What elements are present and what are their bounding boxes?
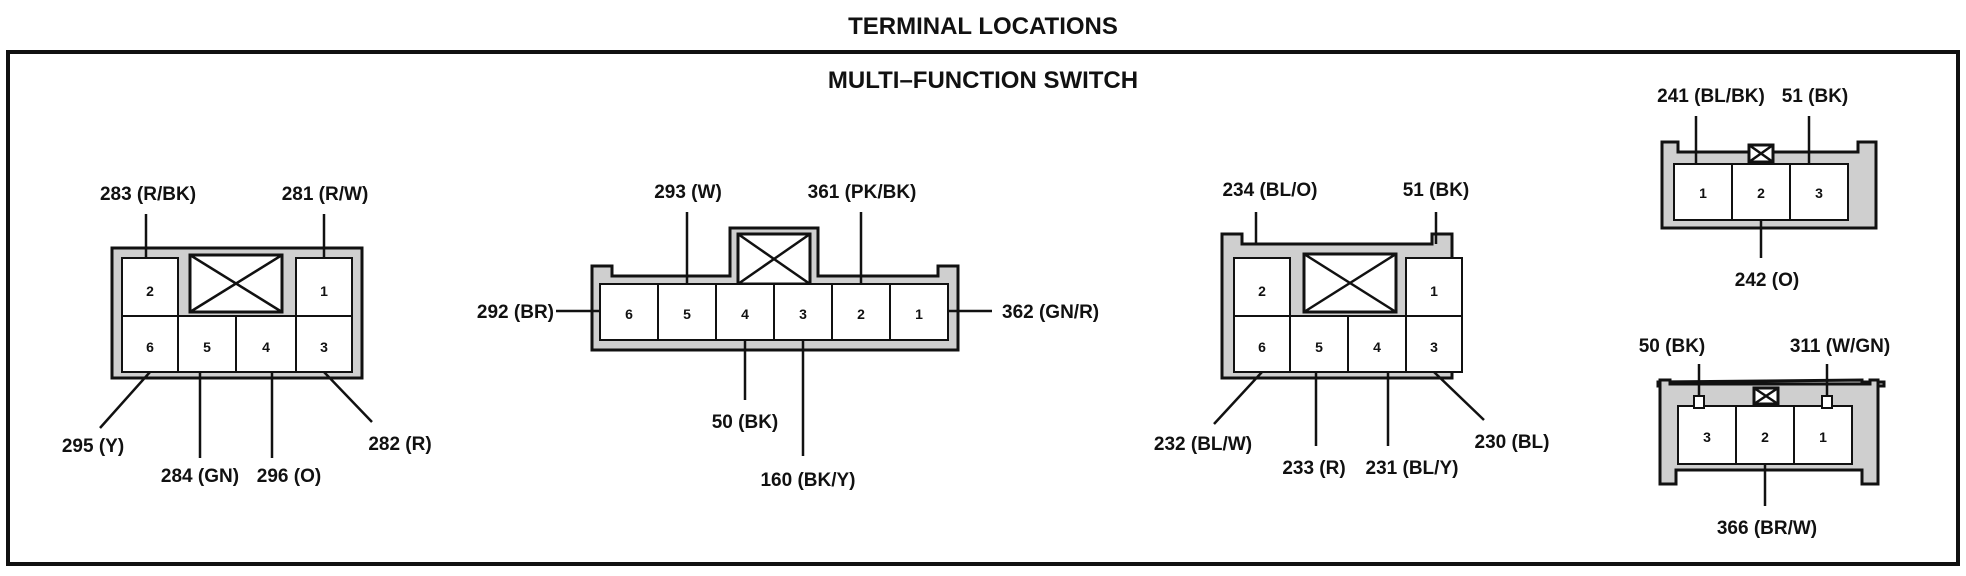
wire-label: 231 (BL/Y) bbox=[1366, 458, 1459, 479]
pin-number: 1 bbox=[1819, 429, 1827, 445]
connector-5-pin-3 bbox=[1677, 405, 1737, 465]
wire-label: 362 (GN/R) bbox=[1002, 302, 1099, 323]
connector-1: 2 1 6 5 4 3 283 (R/BK) 281 (R/W) 295 (Y)… bbox=[62, 184, 432, 487]
connector-1-pin-4 bbox=[235, 315, 297, 373]
connector-2-pin-1 bbox=[889, 283, 949, 341]
pin-number: 6 bbox=[625, 306, 633, 322]
wire-label: 366 (BR/W) bbox=[1717, 518, 1817, 539]
pin-number: 2 bbox=[1258, 283, 1266, 299]
wire-label: 361 (PK/BK) bbox=[808, 182, 917, 203]
connector-2: 6 5 4 3 2 1 293 (W) 361 (PK/BK) 292 (BR)… bbox=[477, 182, 1099, 491]
pin-number: 3 bbox=[799, 306, 807, 322]
connector-3-pin-1 bbox=[1405, 257, 1463, 317]
wire-label: 50 (BK) bbox=[1639, 336, 1706, 357]
pin-number: 3 bbox=[1430, 339, 1438, 355]
connector-4-pin-3 bbox=[1789, 163, 1849, 221]
wire-label: 295 (Y) bbox=[62, 436, 124, 457]
wire-label: 233 (R) bbox=[1282, 458, 1345, 479]
connector-4: 1 2 3 241 (BL/BK) 51 (BK) 242 (O) bbox=[1657, 86, 1878, 291]
connector-3-pin-3 bbox=[1405, 315, 1463, 373]
pin-number: 4 bbox=[1373, 339, 1381, 355]
wire-label: 281 (R/W) bbox=[282, 184, 369, 205]
wire-label: 284 (GN) bbox=[161, 466, 239, 487]
diagram-title: TERMINAL LOCATIONS bbox=[848, 13, 1118, 40]
pin-number: 5 bbox=[683, 306, 691, 322]
wire-label: 50 (BK) bbox=[712, 412, 779, 433]
pin-number: 1 bbox=[1430, 283, 1438, 299]
wire-label: 283 (R/BK) bbox=[100, 184, 196, 205]
pin-number: 2 bbox=[1761, 429, 1769, 445]
wire-label: 51 (BK) bbox=[1782, 86, 1849, 107]
connector-4-pin-2 bbox=[1731, 163, 1791, 221]
connector-4-pin-1 bbox=[1673, 163, 1733, 221]
connector-5: 3 2 1 50 (BK) 311 (W/GN) 366 (BR/W) bbox=[1639, 336, 1890, 539]
connector-3: 2 1 6 5 4 3 234 (BL/O) 51 (BK) 232 (BL/W… bbox=[1154, 180, 1550, 479]
wire-label: 232 (BL/W) bbox=[1154, 434, 1252, 455]
wire-label: 293 (W) bbox=[654, 182, 722, 203]
pin-number: 2 bbox=[1757, 185, 1765, 201]
pin-number: 3 bbox=[320, 339, 328, 355]
connector-1-pin-5 bbox=[177, 315, 237, 373]
wire-label: 282 (R) bbox=[368, 434, 431, 455]
pin-number: 2 bbox=[857, 306, 865, 322]
wire-label: 241 (BL/BK) bbox=[1657, 86, 1765, 107]
connector-2-pin-3 bbox=[773, 283, 833, 341]
wire-label: 234 (BL/O) bbox=[1222, 180, 1317, 201]
wire-label: 242 (O) bbox=[1735, 270, 1799, 291]
wire-label: 311 (W/GN) bbox=[1790, 336, 1890, 357]
pin-number: 4 bbox=[741, 306, 749, 322]
pin-number: 1 bbox=[1699, 185, 1707, 201]
wire-label: 230 (BL) bbox=[1475, 432, 1550, 453]
connector-2-pin-5 bbox=[657, 283, 717, 341]
pin-number: 1 bbox=[915, 306, 923, 322]
pin-number: 4 bbox=[262, 339, 270, 355]
pin-number: 6 bbox=[1258, 339, 1266, 355]
wire-label: 51 (BK) bbox=[1403, 180, 1470, 201]
pin-number: 1 bbox=[320, 283, 328, 299]
wire-label: 296 (O) bbox=[257, 466, 321, 487]
connector-2-pin-6 bbox=[599, 283, 659, 341]
diagram-subtitle: MULTI–FUNCTION SWITCH bbox=[828, 67, 1138, 94]
pin-number: 3 bbox=[1703, 429, 1711, 445]
pin-number: 5 bbox=[1315, 339, 1323, 355]
wire-label: 292 (BR) bbox=[477, 302, 554, 323]
connector-5-pin-1 bbox=[1793, 405, 1853, 465]
pin-number: 5 bbox=[203, 339, 211, 355]
connector-3-pin-4 bbox=[1347, 315, 1407, 373]
pin-number: 2 bbox=[146, 283, 154, 299]
wire-label: 160 (BK/Y) bbox=[760, 470, 855, 491]
pin-number: 6 bbox=[146, 339, 154, 355]
diagram-frame bbox=[6, 50, 1960, 566]
connector-3-pin-2 bbox=[1233, 257, 1291, 317]
pin-number: 3 bbox=[1815, 185, 1823, 201]
